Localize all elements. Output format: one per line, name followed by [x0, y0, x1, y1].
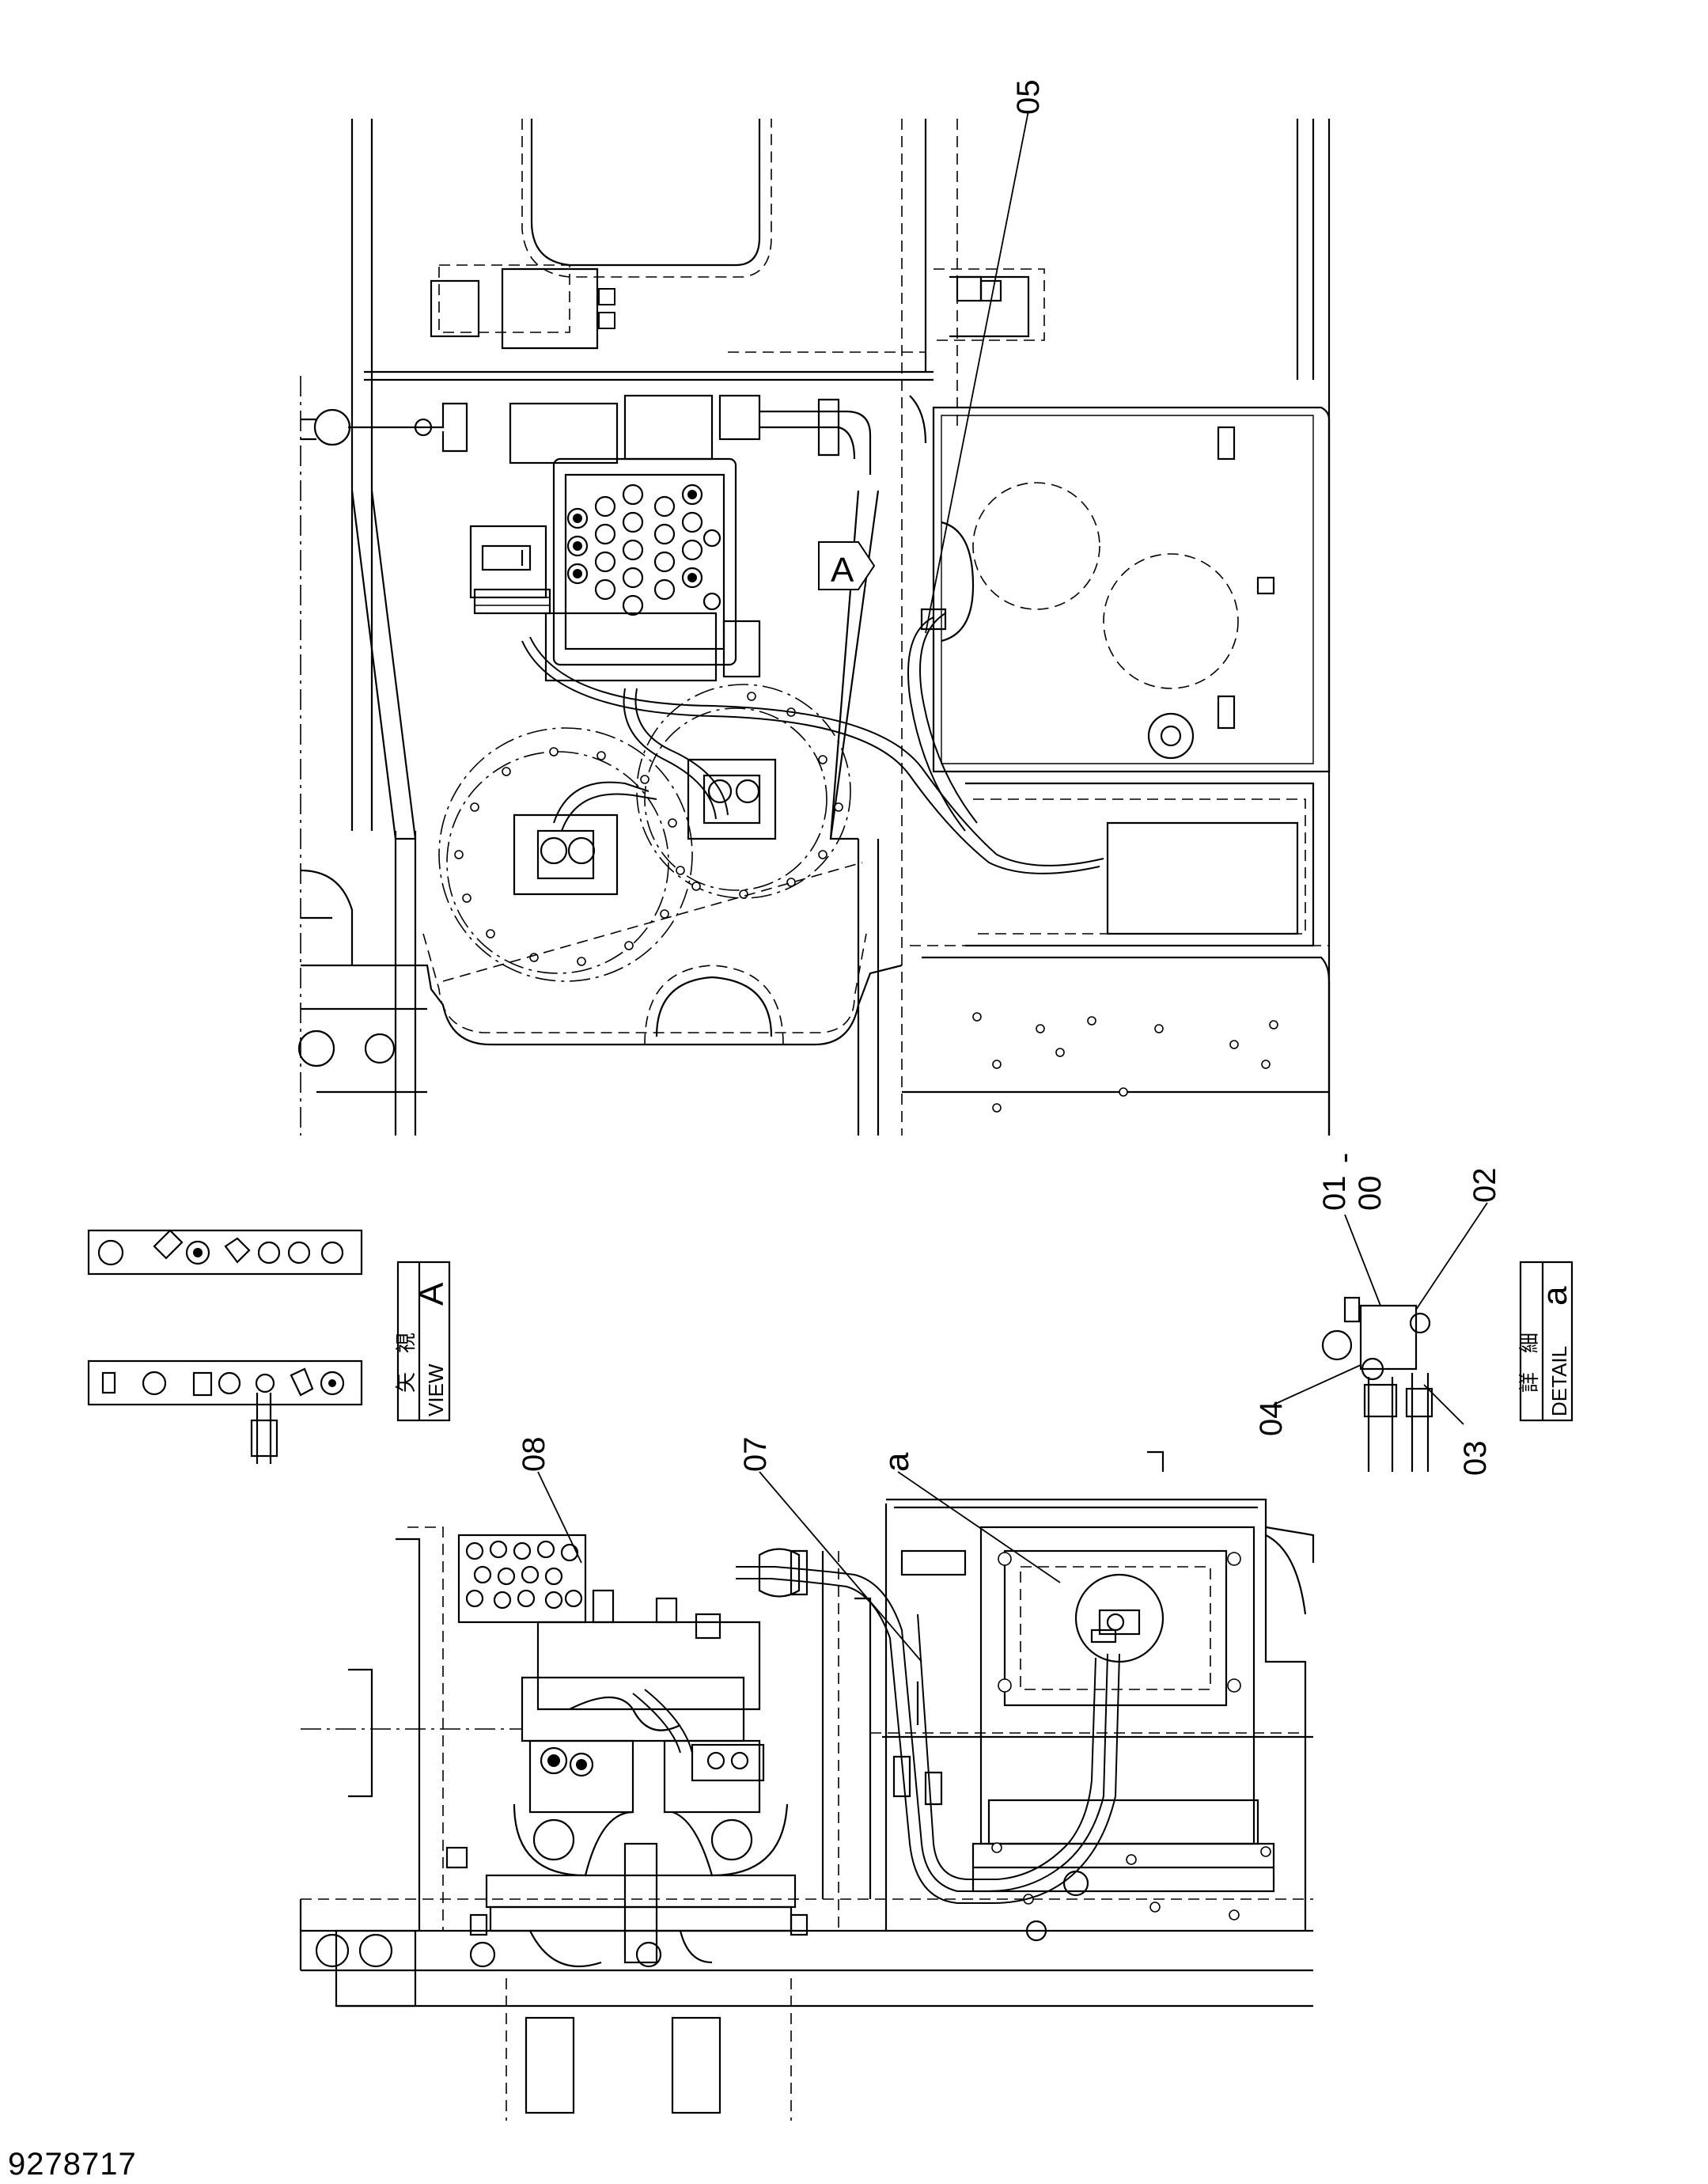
- detail-a-valve: [1321, 1296, 1433, 1472]
- view-english: VIEW: [424, 1363, 448, 1416]
- view-a-sketches: [87, 1229, 363, 1464]
- detail-letter: a: [1536, 1286, 1574, 1306]
- callout-01: 01: [1317, 1176, 1352, 1211]
- view-a-label: 矢 視 VIEW A: [394, 1261, 451, 1422]
- callout-a: a: [877, 1452, 916, 1472]
- callout-05: 05: [1011, 80, 1046, 116]
- callout-03: 03: [1458, 1441, 1493, 1477]
- detail-kanji-1: 詳: [1517, 1372, 1541, 1393]
- detail-kanji-2: 細: [1517, 1333, 1541, 1353]
- callout-08: 08: [517, 1437, 551, 1473]
- detail-english: DETAIL: [1547, 1346, 1571, 1416]
- pump-assembly: [457, 1534, 809, 1968]
- valve-fittings: [566, 483, 721, 616]
- callout-07: 07: [738, 1437, 773, 1473]
- frame-outline: [297, 119, 1331, 1136]
- document-number: 9278717: [8, 2147, 137, 2182]
- callout-02: 02: [1468, 1168, 1502, 1204]
- callout-00: 00: [1353, 1176, 1388, 1211]
- upper-plan-view: A: [297, 119, 1331, 1136]
- lower-tank-housing: [870, 1450, 1315, 1942]
- view-arrow-letter: A: [831, 551, 854, 590]
- callouts: 05 08 07 a 01 - 00 02 04 03: [517, 80, 1502, 1663]
- lower-side-view: [299, 1450, 1315, 2121]
- detail-a-label: 詳 細 DETAIL a: [1517, 1261, 1574, 1422]
- view-a-arrow: A: [818, 541, 876, 590]
- callout-04: 04: [1254, 1401, 1289, 1437]
- tank-housing: [910, 406, 1331, 1136]
- view-kanji-2: 視: [394, 1333, 418, 1353]
- callout-dash: -: [1327, 1153, 1361, 1163]
- view-letter: A: [412, 1282, 451, 1306]
- swing-motor-gears: [438, 684, 863, 982]
- control-valve-block: [301, 394, 927, 682]
- view-kanji-1: 矢: [394, 1372, 418, 1393]
- lower-frame: [299, 1503, 1313, 2121]
- valve-block-fittings: [465, 1540, 583, 1610]
- lower-hoses: [736, 1548, 1120, 1904]
- upper-hoses: [521, 608, 1104, 874]
